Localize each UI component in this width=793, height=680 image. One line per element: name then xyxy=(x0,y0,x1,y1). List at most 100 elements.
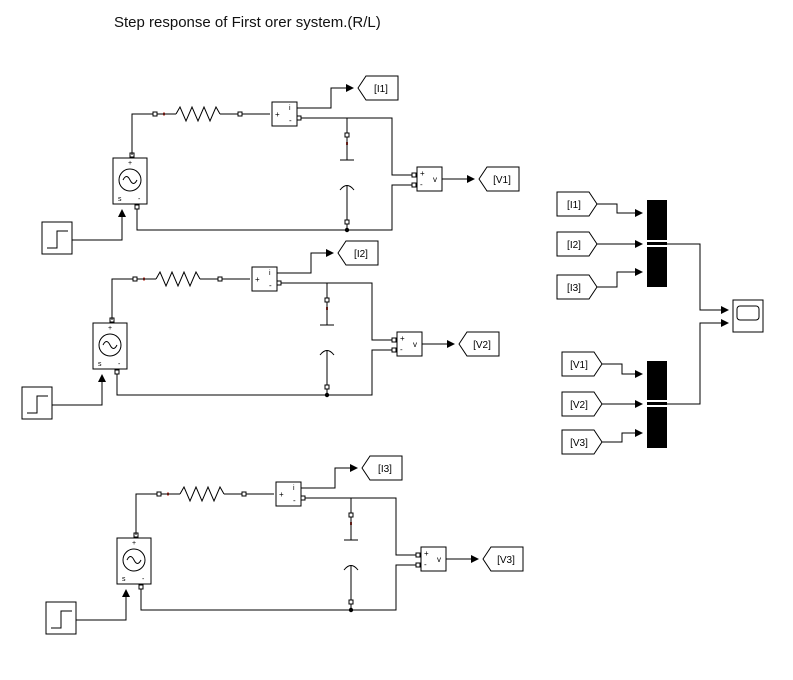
port xyxy=(138,584,144,590)
ac-source: + s - xyxy=(116,537,152,585)
sine-glyph xyxy=(122,176,138,184)
port xyxy=(391,337,397,343)
from-tag-currents-1-shape xyxy=(556,191,598,217)
port xyxy=(415,562,421,568)
from-tag-voltages-1-label: [V1] xyxy=(570,360,588,371)
source-s: s xyxy=(118,196,122,203)
from-tag-voltages-1: [V1] xyxy=(561,351,603,377)
source-minus: - xyxy=(138,196,141,203)
vs-plus: + xyxy=(424,549,429,558)
wire xyxy=(52,374,106,406)
current-sensor: + i - xyxy=(271,101,298,127)
port xyxy=(348,599,354,605)
vs-v: v xyxy=(433,175,437,184)
mux-mark xyxy=(647,240,667,242)
port xyxy=(132,276,138,282)
current-sensor: +i- xyxy=(275,481,302,507)
source-minus: - xyxy=(142,576,145,583)
wire xyxy=(305,497,416,556)
from-tag-currents-3: [I3] xyxy=(556,274,598,300)
port xyxy=(411,172,417,178)
current-sensor-frame xyxy=(271,101,298,127)
ac-source: +s- xyxy=(112,157,148,205)
cs-i: i xyxy=(293,485,295,492)
vs-plus: + xyxy=(420,169,425,178)
cs-i: i xyxy=(289,105,291,112)
resistor-icon xyxy=(175,105,221,123)
junction-dot xyxy=(348,607,354,613)
vs-minus: - xyxy=(420,180,423,189)
from-tag-currents-1-label: [I1] xyxy=(567,200,581,211)
vs-minus: - xyxy=(424,560,427,569)
mux-mark xyxy=(647,245,667,247)
from-tag-currents-2: [I2] xyxy=(556,231,598,257)
circuit-2: +s-+i-[I2]+-v[V2] xyxy=(21,240,500,420)
junction-dot xyxy=(324,392,330,398)
vs-v: v xyxy=(437,555,441,564)
circuit-3: + s - +i- [I3] + - v [V3] xyxy=(45,455,524,635)
source-s: s xyxy=(122,576,126,583)
cs-minus: - xyxy=(289,116,292,125)
current-tag-2: [I2] xyxy=(337,240,379,266)
wire xyxy=(135,493,158,535)
source-plus: + xyxy=(132,540,136,547)
step-block xyxy=(21,386,53,420)
port xyxy=(344,132,350,138)
circuit-1: +s-+i-[I1]+-v[V1] xyxy=(41,75,520,255)
current-tag-3: [I3] xyxy=(361,455,403,481)
wire xyxy=(131,113,154,155)
port xyxy=(152,111,158,117)
wire xyxy=(301,117,412,176)
from-tag-voltages-2-label: [V2] xyxy=(570,400,588,411)
voltage-tag-1-label: [V1] xyxy=(493,175,511,186)
port xyxy=(348,512,354,518)
source-s: s xyxy=(98,361,102,368)
voltage-tag-3-label: [V3] xyxy=(497,555,515,566)
source-minus: - xyxy=(118,361,121,368)
wire xyxy=(597,203,643,217)
port xyxy=(241,491,247,497)
current-sensor-frame xyxy=(251,266,278,292)
current-tag-1-label: [I1] xyxy=(374,84,388,95)
port xyxy=(134,204,140,210)
port xyxy=(276,280,282,286)
port xyxy=(344,219,350,225)
voltage-tag-3: [V3] xyxy=(482,546,524,572)
step-block xyxy=(45,601,77,635)
mux-group-1: [I1] [I2] [I3] xyxy=(556,191,667,300)
voltage-tag-2-label: [V2] xyxy=(473,340,491,351)
wire xyxy=(140,564,416,611)
sine-glyph xyxy=(126,556,142,564)
wire xyxy=(597,268,643,288)
mux-group-2: [V1] [V2] [V3] xyxy=(561,351,667,455)
diagram-title: Step response of First orer system.(R/L) xyxy=(114,14,381,31)
port xyxy=(324,297,330,303)
voltage-sensor-frame xyxy=(396,331,423,357)
vs-plus: + xyxy=(400,334,405,343)
cs-i: i xyxy=(269,270,271,277)
port xyxy=(411,182,417,188)
voltage-tag-1: [V1] xyxy=(478,166,520,192)
cs-plus: + xyxy=(255,275,260,284)
wire xyxy=(281,282,392,341)
from-tag-currents-2-shape xyxy=(556,231,598,257)
from-tag-voltages-3-label: [V3] xyxy=(570,438,588,449)
wire xyxy=(136,184,412,231)
vs-minus: - xyxy=(400,345,403,354)
current-tag-2-shape xyxy=(337,240,379,266)
current-sensor-frame xyxy=(275,481,302,507)
cs-plus: + xyxy=(275,110,280,119)
current-tag-1-shape xyxy=(357,75,399,101)
port xyxy=(391,347,397,353)
resistor-icon xyxy=(155,270,201,288)
from-tag-voltages-3-shape xyxy=(561,429,603,455)
voltage-tag-2-shape xyxy=(458,331,500,357)
mux-mark xyxy=(647,405,667,407)
from-tag-voltages-2-shape xyxy=(561,391,603,417)
from-tag-voltages-1-shape xyxy=(561,351,603,377)
current-tag-2-label: [I2] xyxy=(354,249,368,260)
wire xyxy=(277,249,334,274)
sine-glyph xyxy=(102,341,118,349)
voltage-sensor: +-v xyxy=(396,331,423,357)
mux-mark xyxy=(647,400,667,402)
